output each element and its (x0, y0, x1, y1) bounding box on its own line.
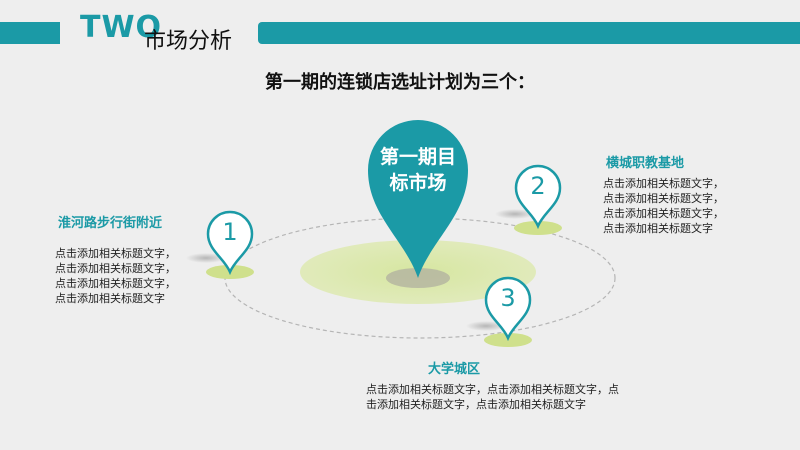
location2-line: 点击添加相关标题文字 (603, 222, 713, 235)
pin3-shadow (466, 321, 506, 331)
logo-two: TWO (80, 10, 163, 45)
center-pin-icon (368, 120, 468, 278)
pin1-shadow (186, 253, 226, 263)
pin3-icon (484, 276, 532, 342)
pin2-number: 2 (530, 172, 546, 200)
center-pin-label: 第一期目 标市场 (368, 144, 468, 196)
location3-desc: 点击添加相关标题文字，点击添加相关标题文字，点 击添加相关标题文字，点击添加相关… (366, 382, 619, 412)
location3-line: 击添加相关标题文字，点击添加相关标题文字 (366, 398, 586, 411)
header-bar-right (258, 22, 800, 44)
pin2-shadow (495, 209, 535, 219)
location2-desc: 点击添加相关标题文字， 点击添加相关标题文字， 点击添加相关标题文字， 点击添加… (603, 176, 724, 236)
center-pin-line2: 标市场 (389, 172, 447, 194)
main-title: 第一期的连锁店选址计划为三个： (265, 72, 535, 93)
center-pin-line1: 第一期目 (379, 146, 456, 168)
location1-line: 点击添加相关标题文字， (55, 277, 176, 290)
pin1-number: 1 (222, 218, 238, 246)
location2-title: 横城职教基地 (606, 156, 685, 171)
pin1-icon (206, 210, 254, 276)
pin3-number: 3 (500, 284, 516, 312)
location1-desc: 点击添加相关标题文字， 点击添加相关标题文字， 点击添加相关标题文字， 点击添加… (55, 246, 176, 306)
location1-line: 点击添加相关标题文字 (55, 292, 165, 305)
location2-line: 点击添加相关标题文字， (603, 192, 724, 205)
pin2-icon (514, 164, 562, 230)
location1-title: 淮河路步行街附近 (58, 216, 163, 231)
location3-line: 点击添加相关标题文字，点击添加相关标题文字，点 (366, 383, 619, 396)
header-bar-left (0, 22, 60, 44)
location1-line: 点击添加相关标题文字， (55, 262, 176, 275)
location2-line: 点击添加相关标题文字， (603, 177, 724, 190)
location1-line: 点击添加相关标题文字， (55, 247, 176, 260)
location2-line: 点击添加相关标题文字， (603, 207, 724, 220)
location3-title: 大学城区 (428, 362, 481, 377)
header-title: 市场分析 (144, 29, 233, 54)
